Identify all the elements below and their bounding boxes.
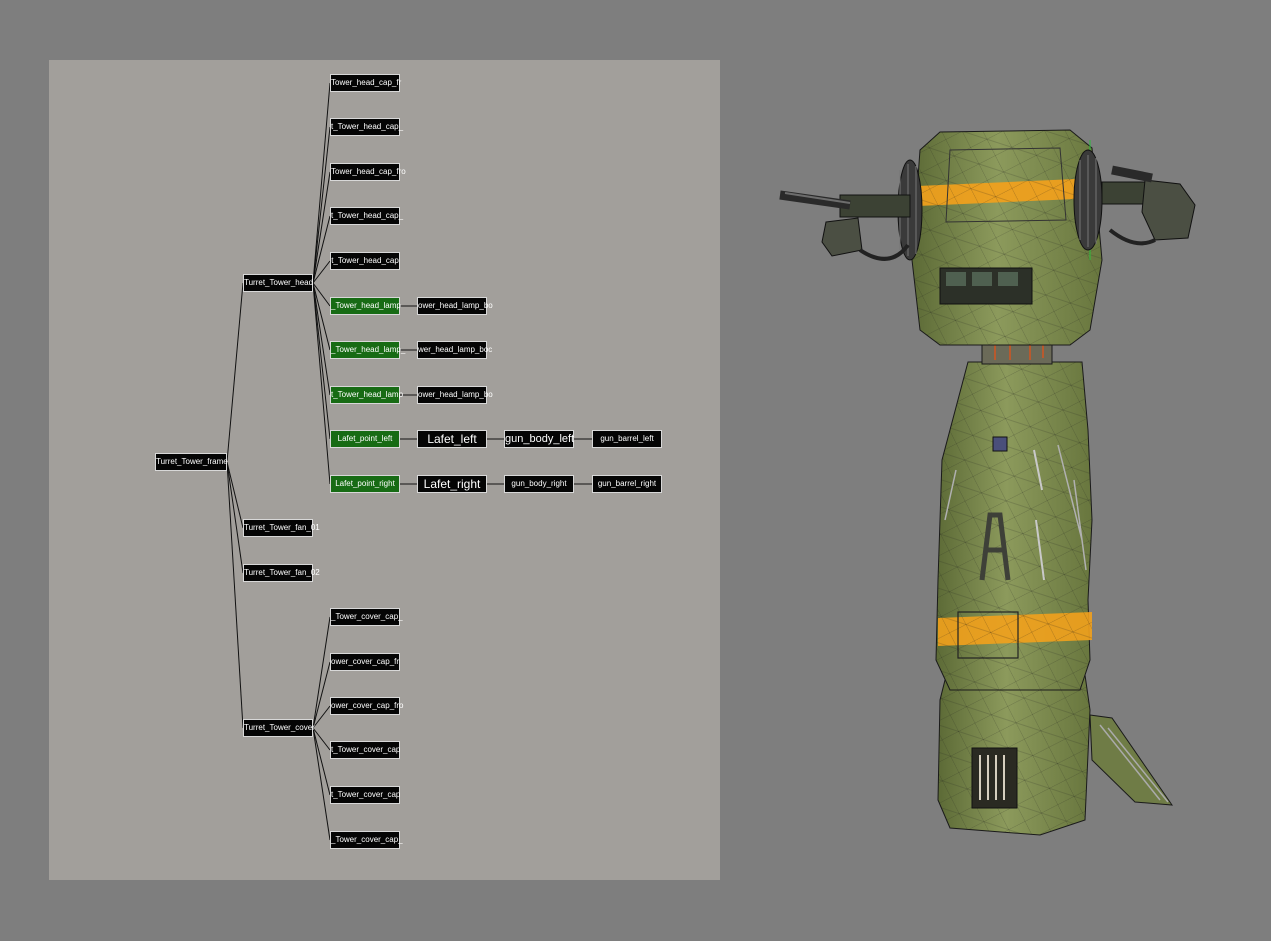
hierarchy-link [312, 126, 331, 284]
hierarchy-link [312, 282, 331, 307]
node-gun-body-right[interactable]: gun_body_right [504, 475, 574, 493]
node-turret-tower-fan-02[interactable]: Turret_Tower_fan_02 [243, 564, 320, 582]
tower-base [937, 674, 1174, 836]
tower-column [935, 361, 1093, 691]
hierarchy-link [312, 616, 331, 729]
schematic-view-panel[interactable]: Turret_Tower_frame Turret_Tower_head Tow… [49, 60, 720, 880]
node-head-cap-1[interactable]: Tower_head_cap_fr [330, 74, 401, 92]
node-lafet-left[interactable]: Lafet_left [417, 430, 487, 448]
node-head-lamp-2[interactable]: _Tower_head_lamp_ [330, 341, 405, 359]
hierarchy-link [312, 171, 331, 284]
hierarchy-link [312, 282, 331, 396]
hierarchy-link [312, 82, 331, 284]
node-turret-tower-frame[interactable]: Turret_Tower_frame [155, 453, 228, 471]
hierarchy-link [226, 282, 244, 463]
node-cover-cap-2[interactable]: ower_cover_cap_fr [330, 653, 400, 671]
node-turret-tower-cover[interactable]: Turret_Tower_cover [243, 719, 315, 737]
hierarchy-link [312, 282, 331, 485]
node-head-cap-4[interactable]: t_Tower_head_cap_ [330, 207, 403, 225]
node-cover-cap-4[interactable]: t_Tower_cover_cap [330, 741, 400, 759]
hierarchy-link [312, 727, 331, 841]
node-turret-tower-fan-01[interactable]: Turret_Tower_fan_01 [243, 519, 320, 537]
node-cover-cap-1[interactable]: _Tower_cover_cap_ [330, 608, 403, 626]
node-lafet-right[interactable]: Lafet_right [417, 475, 487, 493]
node-head-cap-3[interactable]: Tower_head_cap_fro [330, 163, 406, 181]
node-cover-cap-6[interactable]: _Tower_cover_cap_ [330, 831, 403, 849]
hierarchy-link [312, 661, 331, 729]
node-cover-cap-5[interactable]: t_Tower_cover_cap [330, 786, 400, 804]
node-gun-barrel-right[interactable]: gun_barrel_right [592, 475, 662, 493]
hierarchy-link [312, 215, 331, 284]
node-gun-barrel-left[interactable]: gun_barrel_left [592, 430, 662, 448]
hierarchy-link [312, 727, 331, 751]
hierarchy-link [312, 705, 331, 729]
node-lafet-point-right[interactable]: Lafet_point_right [330, 475, 400, 493]
left-gun-assembly [779, 159, 923, 261]
hierarchy-link [312, 282, 331, 440]
turret-tower-model [779, 129, 1196, 836]
node-head-lamp-body-3[interactable]: ower_head_lamp_bo [417, 386, 493, 404]
node-lafet-point-left[interactable]: Lafet_point_left [330, 430, 400, 448]
hierarchy-link [226, 461, 244, 529]
node-turret-tower-head[interactable]: Turret_Tower_head [243, 274, 313, 292]
3d-viewport[interactable] [740, 100, 1240, 860]
hierarchy-links [226, 82, 592, 841]
hierarchy-link [226, 461, 244, 574]
hierarchy-link [312, 282, 331, 351]
turret-head [911, 129, 1103, 346]
node-head-cap-5[interactable]: t_Tower_head_cap [330, 252, 400, 270]
right-gun-assembly [1073, 149, 1196, 251]
node-head-lamp-body-2[interactable]: wer_head_lamp_boc [417, 341, 492, 359]
node-head-cap-2[interactable]: t_Tower_head_cap_ [330, 118, 403, 136]
node-head-lamp-1[interactable]: _Tower_head_lamp [330, 297, 401, 315]
node-head-lamp-body-1[interactable]: ower_head_lamp_bo [417, 297, 493, 315]
hierarchy-link [226, 461, 244, 729]
hierarchy-link [312, 260, 331, 284]
hierarchy-link [312, 727, 331, 796]
node-gun-body-left[interactable]: gun_body_left [504, 430, 574, 448]
node-head-lamp-3[interactable]: t_Tower_head_lamp [330, 386, 403, 404]
node-cover-cap-3[interactable]: ower_cover_cap_fro [330, 697, 403, 715]
